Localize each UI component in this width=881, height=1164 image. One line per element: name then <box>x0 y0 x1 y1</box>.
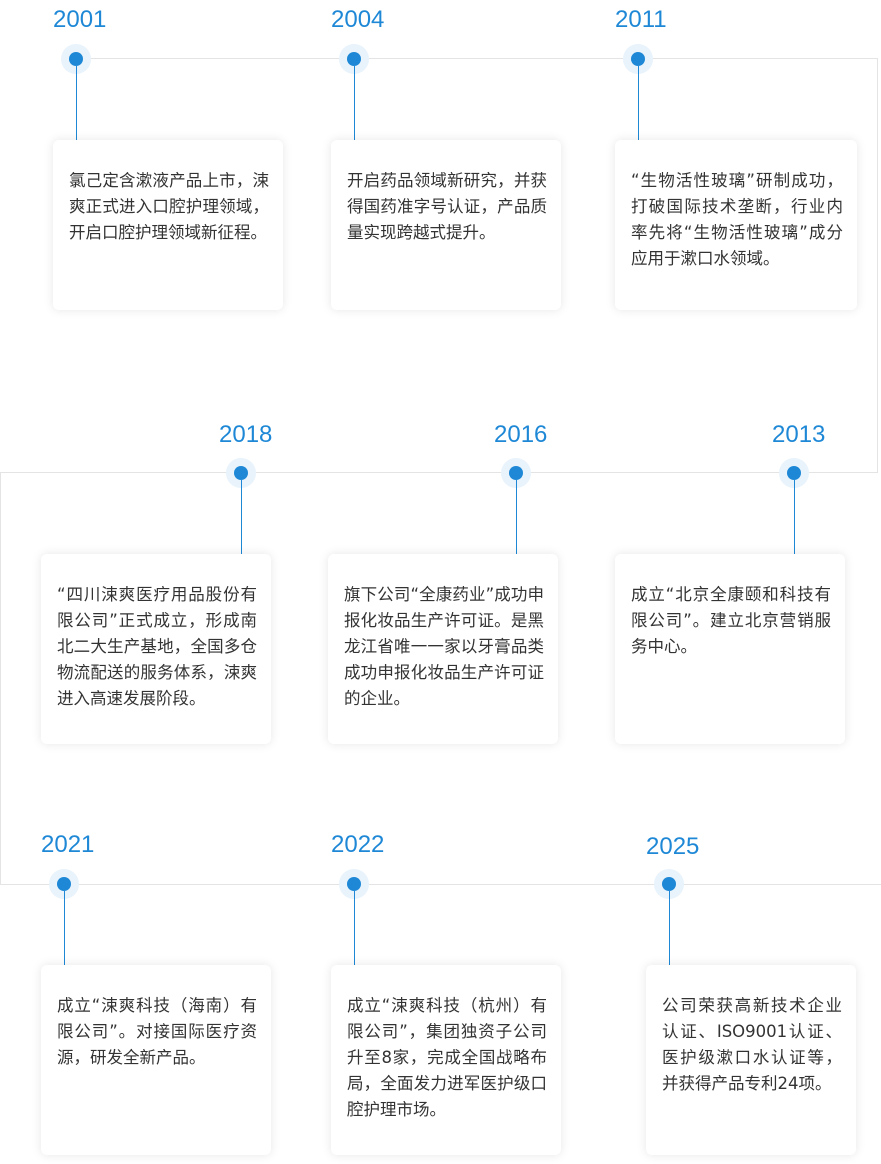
milestone-year: 2025 <box>646 833 700 860</box>
milestone-year: 2011 <box>615 6 667 33</box>
milestone-card: 旗下公司“全康药业”成功申报化妆品生产许可证。是黑龙江省唯一一家以牙膏品类成功申… <box>328 554 558 744</box>
timeline-dot <box>49 869 79 899</box>
milestone-stem <box>76 66 77 146</box>
timeline-line-right-connector <box>877 58 878 473</box>
milestone-card: 公司荣获高新技术企业认证、ISO9001认证、医护级漱口水认证等，并获得产品专利… <box>646 965 856 1155</box>
milestone-stem <box>241 480 242 560</box>
milestone-year: 2016 <box>494 421 548 448</box>
milestone-year: 2021 <box>41 831 95 858</box>
milestone-stem <box>354 891 355 971</box>
milestone-stem <box>794 480 795 560</box>
milestone-card: 氯己定含漱液产品上市，涑爽正式进入口腔护理领域，开启口腔护理领域新征程。 <box>53 140 283 310</box>
milestone-card: 成立“涑爽科技（海南）有限公司”。对接国际医疗资源，研发全新产品。 <box>41 965 271 1155</box>
milestone-description: 成立“涑爽科技（杭州）有限公司”，集团独资子公司升至8家，完成全国战略布局，全面… <box>347 996 547 1119</box>
milestone-card: 成立“北京全康颐和科技有限公司”。建立北京营销服务中心。 <box>615 554 845 744</box>
timeline-line-row-1 <box>75 58 878 59</box>
milestone-stem <box>669 891 670 971</box>
milestone-year: 2004 <box>331 6 385 33</box>
milestone-description: 氯己定含漱液产品上市，涑爽正式进入口腔护理领域，开启口腔护理领域新征程。 <box>69 171 269 242</box>
milestone-description: 成立“北京全康颐和科技有限公司”。建立北京营销服务中心。 <box>631 585 831 656</box>
timeline-line-left-connector <box>0 472 1 885</box>
milestone-year: 2022 <box>331 831 385 858</box>
milestone-description: 成立“涑爽科技（海南）有限公司”。对接国际医疗资源，研发全新产品。 <box>57 996 257 1067</box>
milestone-year: 2018 <box>219 421 273 448</box>
milestone-stem <box>516 480 517 560</box>
milestone-description: 旗下公司“全康药业”成功申报化妆品生产许可证。是黑龙江省唯一一家以牙膏品类成功申… <box>344 585 544 708</box>
milestone-stem <box>64 891 65 971</box>
milestone-card: “四川涑爽医疗用品股份有限公司”正式成立，形成南北二大生产基地，全国多仓物流配送… <box>41 554 271 744</box>
milestone-description: 公司荣获高新技术企业认证、ISO9001认证、医护级漱口水认证等，并获得产品专利… <box>662 996 842 1093</box>
milestone-card: “生物活性玻璃”研制成功，打破国际技术垄断，行业内率先将“生物活性玻璃”成分应用… <box>615 140 857 310</box>
milestone-card: 开启药品领域新研究，并获得国药准字号认证，产品质量实现跨越式提升。 <box>331 140 561 310</box>
milestone-stem <box>354 66 355 146</box>
milestone-description: 开启药品领域新研究，并获得国药准字号认证，产品质量实现跨越式提升。 <box>347 171 547 242</box>
milestone-card: 成立“涑爽科技（杭州）有限公司”，集团独资子公司升至8家，完成全国战略布局，全面… <box>331 965 561 1155</box>
milestone-stem <box>638 66 639 146</box>
timeline-line-row-3 <box>0 884 881 885</box>
timeline-line-row-2 <box>0 472 878 473</box>
timeline-dot <box>61 44 91 74</box>
milestone-description: “四川涑爽医疗用品股份有限公司”正式成立，形成南北二大生产基地，全国多仓物流配送… <box>57 585 257 708</box>
milestone-description: “生物活性玻璃”研制成功，打破国际技术垄断，行业内率先将“生物活性玻璃”成分应用… <box>631 171 843 268</box>
milestone-year: 2013 <box>772 421 826 448</box>
milestone-year: 2001 <box>53 6 107 33</box>
